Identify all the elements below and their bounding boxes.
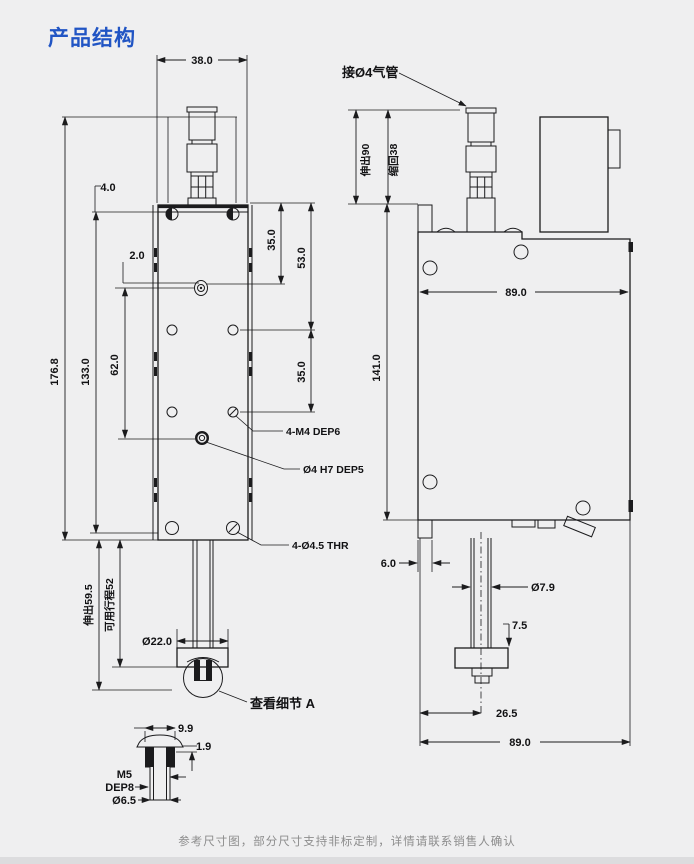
- side-dimensions: 接Ø4气管 伸出90 缩回38 89.0 141.0 6.0: [342, 65, 631, 749]
- side-body-drawing: [417, 116, 633, 539]
- dim-flange-dia: Ø22.0: [142, 636, 172, 648]
- dim-rod-extend: 伸出59.5: [82, 584, 95, 627]
- dim-row1-to-row2: 35.0: [296, 361, 308, 382]
- label-thru-holes: 4-Ø4.5 THR: [292, 540, 349, 552]
- front-body-drawing: [152, 204, 253, 541]
- dim-cap-width: 9.9: [178, 723, 193, 735]
- dim-plate-thk: 4.0: [100, 182, 115, 194]
- page-title: 产品结构: [48, 27, 136, 50]
- dim-width-bottom: 89.0: [509, 737, 530, 749]
- dim-total-height: 176.8: [49, 358, 61, 386]
- label-mount-holes: 4-M4 DEP6: [286, 426, 340, 438]
- detail-a-drawing: [136, 734, 184, 801]
- dim-rod-center: 26.5: [496, 708, 517, 720]
- front-labels: 4-M4 DEP6 Ø4 H7 DEP5 4-Ø4.5 THR 查看细节 A: [205, 415, 364, 711]
- dim-hole-offset: 2.0: [129, 250, 144, 262]
- dim-lip: 1.9: [196, 741, 211, 753]
- footer-note: 参考尺寸图，部分尺寸支持非标定制，详情请联系销售人确认: [178, 836, 516, 848]
- detail-a-dimensions: 9.9 1.9 M5 DEP8 Ø6.5: [105, 723, 211, 807]
- dim-usable-stroke: 可用行程52: [103, 578, 116, 632]
- side-rod-drawing: [454, 532, 509, 716]
- front-dimensions: 38.0 176.8 133.0 62.0 2.0: [49, 53, 315, 691]
- detail-a-view: 9.9 1.9 M5 DEP8 Ø6.5: [105, 723, 211, 807]
- label-thread: M5: [117, 769, 132, 781]
- dim-bore: Ø6.5: [112, 795, 136, 807]
- dim-step: 6.0: [381, 558, 396, 570]
- label-depth: DEP8: [105, 782, 134, 794]
- bottom-divider: [0, 857, 694, 864]
- dim-tip: 7.5: [512, 620, 527, 632]
- sensor-lever: [563, 515, 596, 538]
- side-view: 接Ø4气管 伸出90 缩回38 89.0 141.0 6.0: [342, 65, 633, 749]
- dim-top-to-row1: 53.0: [296, 247, 308, 268]
- dim-width-top: 38.0: [191, 55, 212, 67]
- label-pin-hole: Ø4 H7 DEP5: [303, 464, 364, 476]
- dim-body-height: 133.0: [80, 358, 92, 386]
- dim-extend: 伸出90: [359, 144, 372, 178]
- label-detail-a: 查看细节 A: [249, 696, 316, 711]
- detail-a-circle: [183, 658, 223, 698]
- dim-retract: 缩回38: [387, 144, 400, 177]
- dim-top-to-hole: 35.0: [266, 229, 278, 250]
- front-view: 38.0 176.8 133.0 62.0 2.0: [49, 53, 364, 711]
- side-air-fitting-drawing: [465, 107, 497, 233]
- front-air-fitting-drawing: [186, 106, 218, 206]
- label-air-tube: 接Ø4气管: [342, 65, 398, 80]
- dim-rod-dia: Ø7.9: [531, 582, 555, 594]
- front-rod-drawing: [176, 540, 229, 698]
- dim-width: 89.0: [505, 287, 526, 299]
- dim-hole-pitch: 62.0: [109, 354, 121, 375]
- dim-height: 141.0: [371, 354, 383, 382]
